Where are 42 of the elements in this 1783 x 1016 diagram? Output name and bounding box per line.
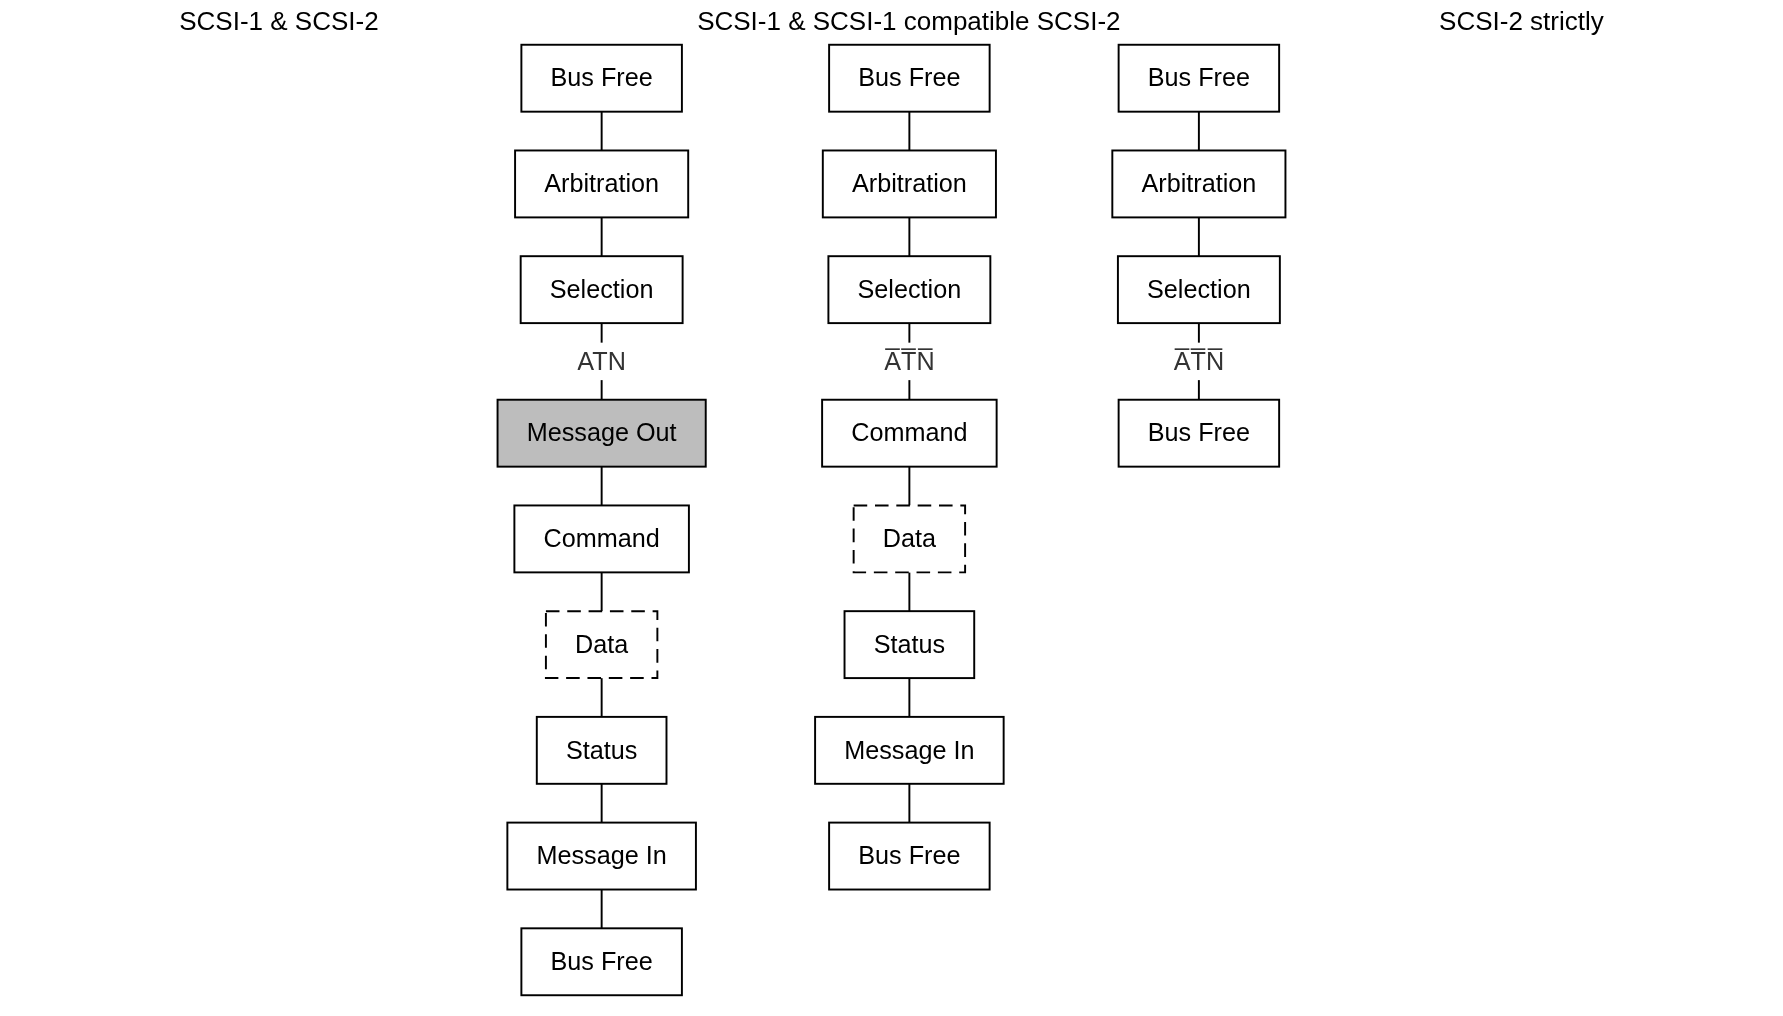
connector: [908, 571, 911, 613]
edge-label: A̅T̅N̅: [884, 346, 935, 376]
column-heading: SCSI-2 strictly: [1439, 6, 1604, 37]
connector: [908, 110, 911, 152]
node-box: Bus Free: [520, 43, 683, 113]
connector: [600, 782, 603, 824]
node-box: Bus Free: [828, 821, 991, 891]
connector: [908, 677, 911, 718]
connector: [908, 465, 911, 507]
node-box: Data: [544, 610, 659, 680]
node-box: Arbitration: [1111, 149, 1287, 219]
node-box: Message Out: [496, 398, 707, 468]
connector: [1197, 110, 1200, 152]
node-box: Message In: [814, 715, 1005, 785]
column-heading: SCSI-1 & SCSI-2: [179, 6, 379, 37]
node-box: Bus Free: [520, 927, 683, 997]
node-box: Status: [843, 610, 976, 680]
connector: [600, 465, 603, 507]
node-box: Arbitration: [514, 149, 690, 219]
node-box: Status: [535, 715, 668, 785]
connector: [600, 888, 603, 930]
connector: [1197, 216, 1200, 258]
connector: [600, 571, 603, 613]
node-box: Message In: [506, 821, 697, 891]
edge-label: A̅T̅N̅: [1173, 346, 1225, 376]
node-box: Arbitration: [821, 149, 997, 219]
connector: [600, 677, 603, 718]
connector: [908, 216, 911, 258]
node-box: Selection: [827, 255, 992, 325]
node-box: Selection: [1116, 255, 1281, 325]
connector: [600, 216, 603, 258]
node-box: Bus Free: [1117, 398, 1281, 468]
node-box: Command: [513, 504, 690, 574]
connector: [908, 782, 911, 824]
node-box: Selection: [519, 255, 684, 325]
node-box: Command: [821, 398, 998, 468]
node-box: Data: [852, 504, 967, 574]
column-heading: SCSI-1 & SCSI-1 compatible SCSI-2: [697, 6, 1121, 37]
connector: [600, 110, 603, 152]
node-box: Bus Free: [1117, 43, 1281, 113]
edge-label: ATN: [577, 346, 626, 376]
node-box: Bus Free: [828, 43, 991, 113]
